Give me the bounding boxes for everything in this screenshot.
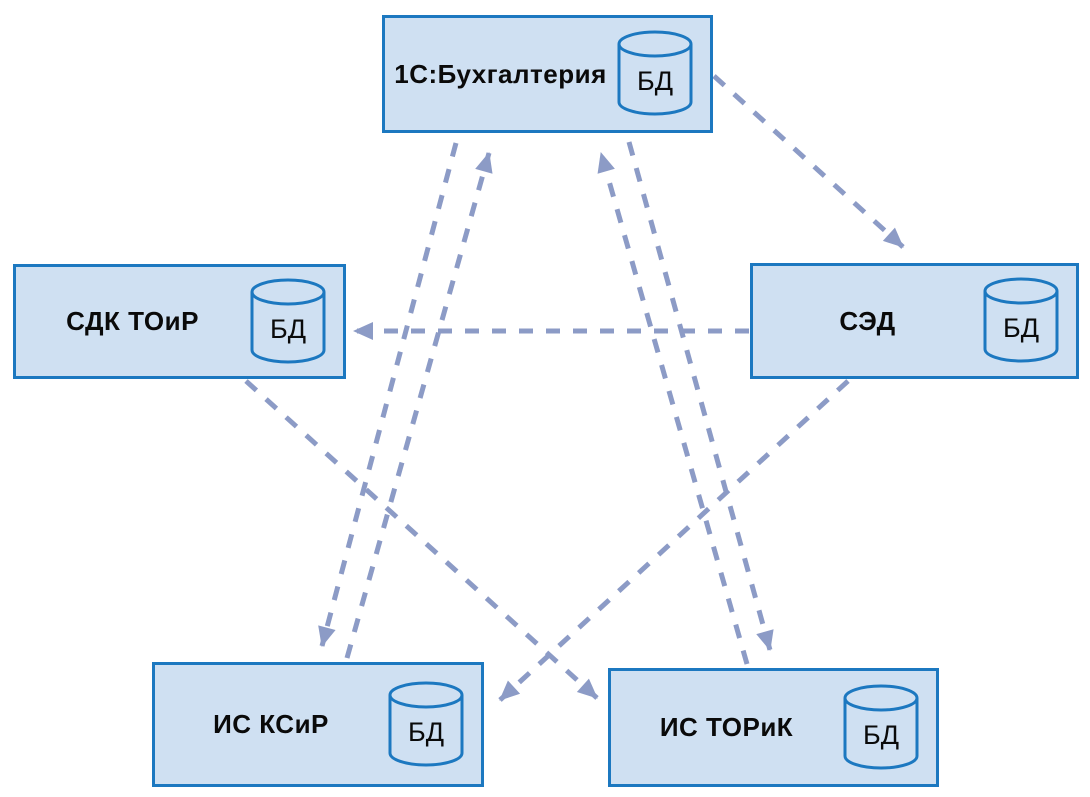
database-label: БД [1002,313,1039,343]
node-label: СЭД [839,305,896,336]
node-label: ИС КСиР [213,709,329,739]
database-icon: БД [387,681,465,769]
database-label: БД [407,716,444,747]
node-is-torik: ИС ТОРиК БД [608,668,939,787]
database-icon: БД [982,277,1060,365]
node-sed: СЭД БД [750,263,1079,379]
edge-torik-buh [597,152,750,665]
node-label: 1С:Бухгалтерия [394,58,607,89]
edge-buh-torik [626,141,774,651]
database-icon: БД [616,30,694,118]
database-label: БД [269,313,306,344]
edge-buh-sed [712,74,905,249]
edge-sed-ksir [498,379,850,702]
node-label: ИС ТОРиК [659,712,794,742]
node-label: СДК ТОиР [66,306,199,336]
edge-sdk-torik [244,379,599,700]
edge-buh-ksir [318,142,459,647]
database-label: БД [636,66,673,96]
edge-ksir-buh [344,152,493,659]
node-is-ksir: ИС КСиР БД [152,662,484,787]
node-sdk-toir: СДК ТОиР БД [13,264,346,379]
database-icon: БД [249,278,327,366]
database-icon: БД [842,684,920,772]
node-1c-buhgalteriya: 1С:Бухгалтерия БД [382,15,713,133]
database-label: БД [862,719,899,750]
